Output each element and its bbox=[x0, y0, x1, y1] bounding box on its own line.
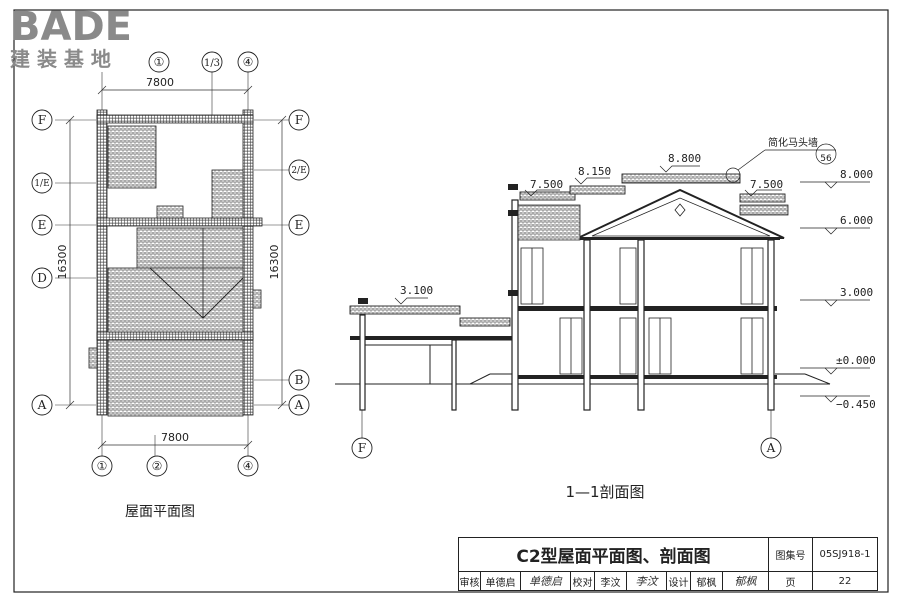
elev-right-3000: 3.000 bbox=[840, 286, 873, 299]
plan-dim-top: 7800 bbox=[146, 76, 174, 89]
checker-signature: 李汶 bbox=[627, 572, 667, 590]
section-1-1: 8.800 8.150 7.500 7.500 3.100 8.000 6.00… bbox=[335, 136, 876, 501]
elev-right-8000: 8.000 bbox=[840, 168, 873, 181]
axis-left-A: A bbox=[37, 398, 47, 412]
plan-caption: 屋面平面图 bbox=[125, 504, 195, 520]
plan-dim-bottom: 7800 bbox=[161, 431, 189, 444]
designer-signature: 郁枫 bbox=[723, 572, 769, 590]
plan-dim-right: 16300 bbox=[268, 245, 281, 280]
section-axis-A: A bbox=[766, 441, 776, 455]
plan-dim-left: 16300 bbox=[56, 245, 69, 280]
axis-top-4: ④ bbox=[243, 55, 254, 69]
logo-brand: BADE bbox=[10, 4, 132, 50]
drawing-title: C2型屋面平面图、剖面图 bbox=[459, 538, 769, 572]
axis-left-D: D bbox=[37, 271, 47, 285]
axis-right-F: F bbox=[295, 113, 303, 127]
roof-plan: 7800 7800 16300 16300 bbox=[31, 51, 310, 520]
plan-roof-ridges bbox=[108, 228, 244, 341]
reviewer-signature: 单德启 bbox=[521, 572, 571, 590]
section-finials bbox=[358, 184, 518, 304]
elev-7500-right: 7.500 bbox=[750, 178, 783, 191]
elev-7500-left: 7.500 bbox=[530, 178, 563, 191]
axis-bottom-4: ④ bbox=[243, 459, 254, 473]
designer-name: 郁枫 bbox=[691, 572, 723, 590]
plan-dimensions bbox=[65, 85, 287, 450]
elev-right-6000: 6.000 bbox=[840, 214, 873, 227]
axis-right-A: A bbox=[294, 398, 304, 412]
axis-bottom-1: ① bbox=[97, 459, 108, 473]
page-label: 页 bbox=[769, 572, 813, 590]
plan-axis-bubbles-top bbox=[148, 51, 259, 73]
title-block: C2型屋面平面图、剖面图 图集号 05SJ918-1 审核 单德启 单德启 校对… bbox=[458, 537, 878, 591]
axis-right-B: B bbox=[295, 373, 304, 387]
section-elev-markers bbox=[394, 165, 870, 403]
atlas-label: 图集号 bbox=[769, 538, 813, 572]
review-label: 审核 bbox=[459, 572, 481, 590]
section-note-leader bbox=[725, 143, 837, 183]
logo-subtitle: 建 装 基 地 bbox=[10, 47, 111, 71]
elev-right-0000: ±0.000 bbox=[836, 354, 876, 367]
axis-top-1: ① bbox=[154, 55, 165, 69]
elev-3100: 3.100 bbox=[400, 284, 433, 297]
axis-top-1-3: 1/3 bbox=[204, 58, 220, 69]
section-note: 简化马头墙 bbox=[768, 136, 818, 149]
checker-name: 李汶 bbox=[595, 572, 627, 590]
axis-left-E: E bbox=[38, 218, 47, 232]
elev-right-minus0450: −0.450 bbox=[836, 398, 876, 411]
axis-right-E: E bbox=[295, 218, 304, 232]
check-label: 校对 bbox=[571, 572, 595, 590]
plan-axis-bubbles-left bbox=[31, 109, 53, 416]
section-axis-F: F bbox=[358, 441, 366, 455]
bade-logo: BADE 建 装 基 地 bbox=[10, 4, 132, 71]
drawing-frame bbox=[13, 9, 889, 593]
axis-bottom-2: ② bbox=[152, 459, 163, 473]
plan-axis-bubbles-bottom bbox=[91, 455, 259, 477]
elev-8150: 8.150 bbox=[578, 165, 611, 178]
reviewer-name: 单德启 bbox=[481, 572, 521, 590]
section-openings bbox=[520, 247, 764, 375]
page-number: 22 bbox=[838, 575, 852, 587]
section-horse-head-walls bbox=[349, 173, 786, 327]
plan-roof-tiles bbox=[88, 125, 262, 417]
axis-left-F: F bbox=[38, 113, 46, 127]
section-axis-bubbles bbox=[351, 437, 782, 459]
section-walls bbox=[359, 199, 775, 411]
section-ground bbox=[335, 373, 831, 385]
section-note-ref: 56 bbox=[820, 154, 832, 164]
section-gable-roof bbox=[517, 188, 789, 241]
elev-8800: 8.800 bbox=[668, 152, 701, 165]
section-caption: 1—1剖面图 bbox=[565, 483, 644, 501]
axis-left-1E: 1/E bbox=[34, 179, 49, 189]
design-label: 设计 bbox=[667, 572, 691, 590]
plan-axis-bubbles-right bbox=[288, 109, 310, 416]
atlas-number: 05SJ918-1 bbox=[813, 538, 877, 572]
axis-right-2E: 2/E bbox=[291, 166, 306, 176]
section-axis-lines bbox=[361, 410, 772, 438]
section-porch bbox=[365, 339, 512, 384]
